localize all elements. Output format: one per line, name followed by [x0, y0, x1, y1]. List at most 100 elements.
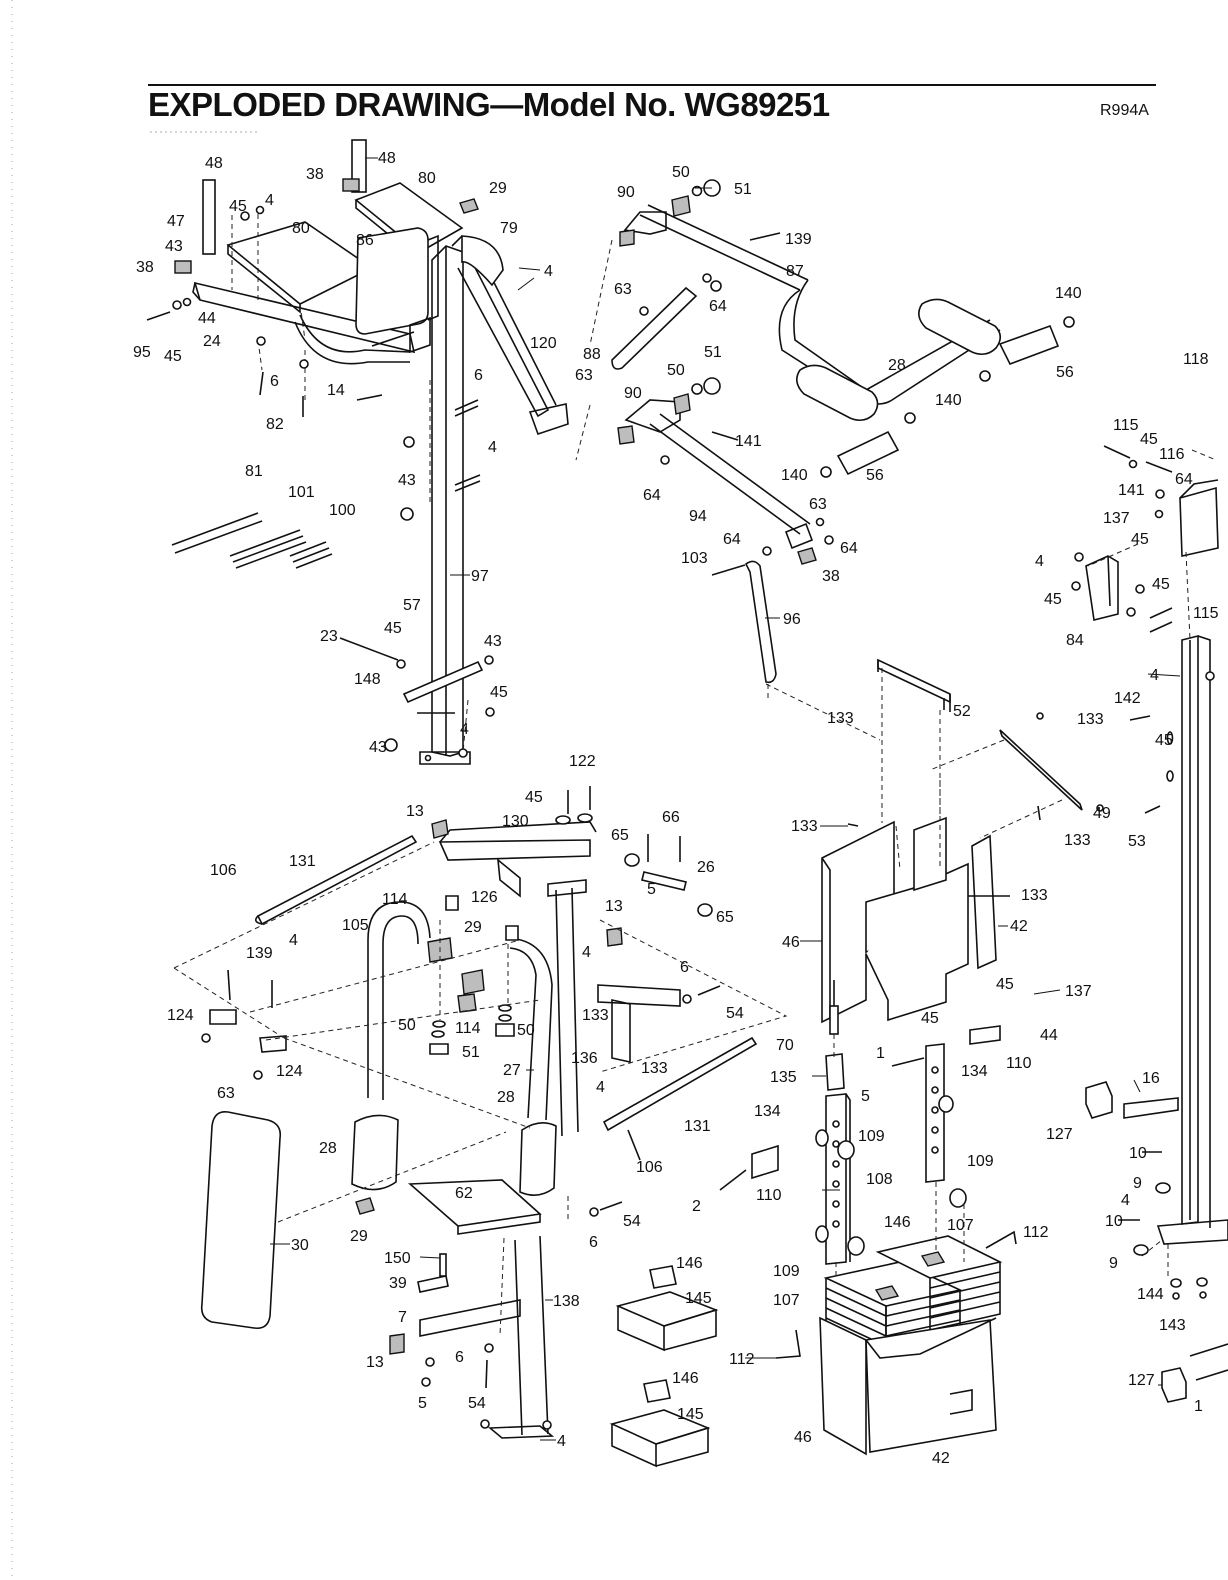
part-callout: 130 [502, 813, 529, 830]
part-callout: 38 [136, 259, 154, 276]
part-callout: 52 [953, 703, 971, 720]
part-callout: 131 [684, 1118, 711, 1135]
part-callout: 63 [575, 367, 593, 384]
part-callout: 133 [827, 710, 854, 727]
part-callout: 13 [605, 898, 623, 915]
part-callout: 82 [266, 416, 284, 433]
part-callout: 7 [398, 1309, 407, 1326]
part-callout: 45 [229, 198, 247, 215]
part-callout: 133 [1077, 711, 1104, 728]
part-callout: 4 [596, 1079, 605, 1096]
part-callout: 80 [292, 220, 310, 237]
part-callout: 115 [1193, 605, 1219, 622]
part-callout: 42 [1010, 918, 1028, 935]
part-callout: 5 [861, 1088, 870, 1105]
part-callout: 45 [996, 976, 1014, 993]
part-callout: 150 [384, 1250, 411, 1267]
part-callout: 127 [1128, 1372, 1155, 1389]
part-callout: 50 [672, 164, 690, 181]
part-callout: 4 [289, 932, 298, 949]
part-callout: 2 [692, 1198, 701, 1215]
part-callout: 45 [921, 1010, 939, 1027]
part-callout: 4 [1035, 553, 1044, 570]
part-callout: 6 [474, 367, 483, 384]
part-callout: 96 [783, 611, 801, 628]
part-callout: 140 [935, 392, 962, 409]
scan-noise [11, 0, 260, 1580]
part-callout: 133 [1021, 887, 1048, 904]
part-callout: 126 [471, 889, 498, 906]
part-callout: 4 [1121, 1192, 1130, 1209]
part-callout: 48 [378, 150, 396, 167]
title-rule [148, 84, 1156, 86]
part-callout: 124 [276, 1063, 303, 1080]
part-callout: 29 [489, 180, 507, 197]
document-code: R994A [1100, 102, 1149, 119]
part-callout: 86 [356, 232, 374, 249]
part-callout: 64 [709, 298, 727, 315]
part-callout: 101 [288, 484, 315, 501]
part-callout: 139 [785, 231, 812, 248]
part-callout: 51 [462, 1044, 480, 1061]
part-callout: 1 [1194, 1398, 1203, 1415]
part-callout: 62 [455, 1185, 473, 1202]
part-callout: 16 [1142, 1070, 1160, 1087]
leader-lines [270, 157, 1181, 1441]
part-callout: 134 [961, 1063, 988, 1080]
part-callout: 4 [265, 192, 274, 209]
part-callout: 54 [468, 1395, 486, 1412]
part-callout: 5 [418, 1395, 427, 1412]
part-callout: 44 [198, 310, 216, 327]
part-callout: 144 [1137, 1286, 1164, 1303]
part-callout: 146 [672, 1370, 699, 1387]
leg-developer-assembly [575, 179, 1075, 700]
part-callout: 6 [455, 1349, 464, 1366]
part-callout: 28 [888, 357, 906, 374]
seat-frame-assembly [146, 139, 479, 417]
part-callout: 43 [165, 238, 183, 255]
part-callout: 79 [500, 220, 518, 237]
part-callout: 90 [624, 385, 642, 402]
part-callout: 65 [611, 827, 629, 844]
part-callout: 5 [647, 881, 656, 898]
part-callout: 141 [1118, 482, 1145, 499]
part-callout: 133 [1064, 832, 1091, 849]
part-callout: 4 [582, 944, 591, 961]
part-callout: 95 [133, 344, 151, 361]
weight-stack-shrouds [765, 658, 1161, 1024]
part-callout: 6 [589, 1234, 598, 1251]
part-callout: 13 [366, 1354, 384, 1371]
part-callout: 100 [329, 502, 356, 519]
weight-stack-assembly [609, 980, 1017, 1468]
part-callout: 10 [1129, 1145, 1147, 1162]
part-callout: 81 [245, 463, 263, 480]
part-callout: 56 [1056, 364, 1074, 381]
part-callout: 131 [289, 853, 316, 870]
part-callout: 38 [822, 568, 840, 585]
part-callout: 4 [544, 263, 553, 280]
part-callout: 30 [291, 1237, 309, 1254]
part-callout: 110 [756, 1187, 782, 1204]
part-callout: 142 [1114, 690, 1141, 707]
part-callout: 4 [557, 1433, 566, 1450]
part-callout: 50 [398, 1017, 416, 1034]
part-callout: 145 [685, 1290, 712, 1307]
part-callout: 14 [327, 382, 345, 399]
part-callout: 137 [1103, 510, 1130, 527]
part-callout: 6 [680, 959, 689, 976]
part-callout: 50 [667, 362, 685, 379]
part-callout: 109 [858, 1128, 885, 1145]
part-callout: 112 [1023, 1224, 1049, 1241]
part-callout: 112 [729, 1351, 755, 1368]
part-callout: 66 [662, 809, 680, 826]
page-title: EXPLODED DRAWING—Model No. WG89251 [148, 86, 830, 123]
part-callout: 63 [809, 496, 827, 513]
part-callout: 80 [418, 170, 436, 187]
part-callout: 4 [488, 439, 497, 456]
part-callout: 127 [1046, 1126, 1073, 1143]
part-callout: 42 [932, 1450, 950, 1467]
part-callout: 116 [1159, 446, 1185, 463]
part-callout: 87 [786, 263, 804, 280]
part-callout: 94 [689, 508, 707, 525]
